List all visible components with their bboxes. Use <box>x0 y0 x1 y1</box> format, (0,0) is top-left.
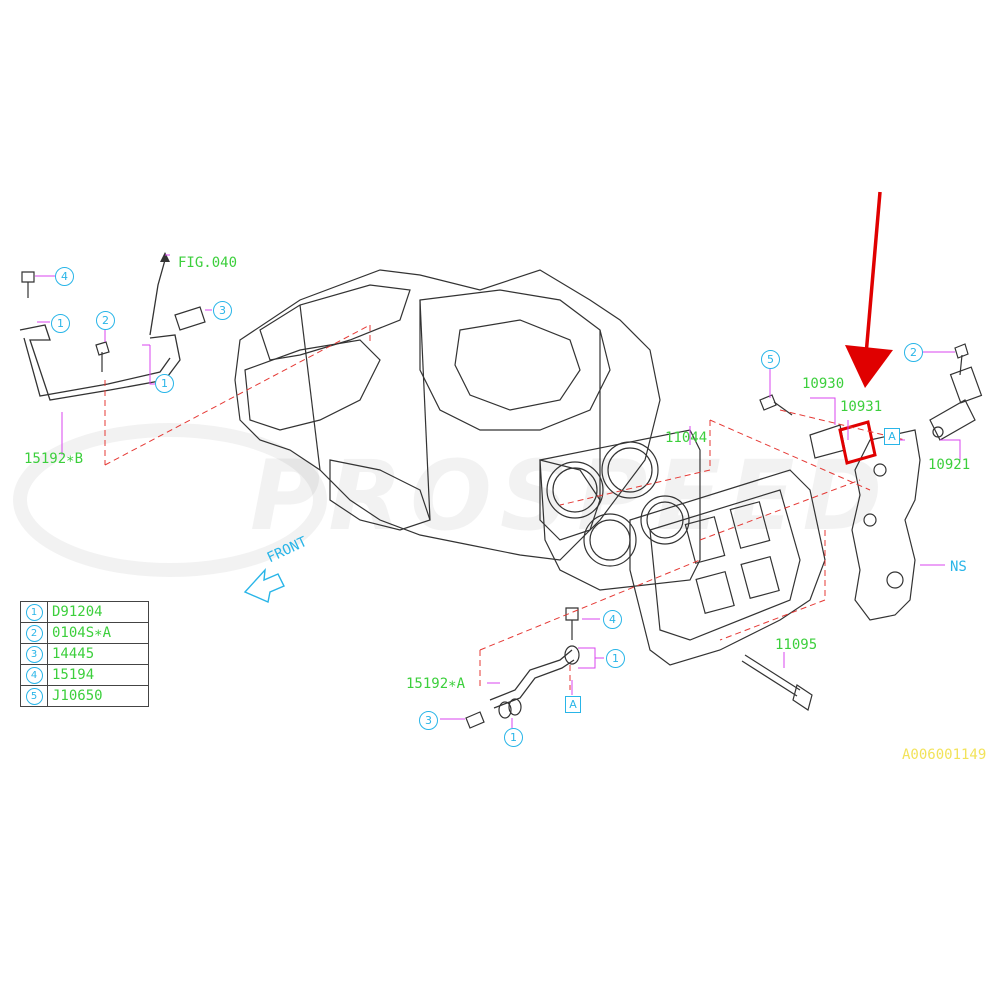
oil-control-solenoid <box>929 366 983 441</box>
legend-code: 14445 <box>47 643 149 665</box>
highlighted-gasket <box>838 420 877 465</box>
legend-row: 1 D91204 <box>20 601 149 623</box>
part-label-10921: 10921 <box>928 457 971 473</box>
legend-number: 4 <box>25 667 43 684</box>
part-label-15192a: 15192∗A <box>406 676 466 692</box>
sensor-body <box>174 306 206 331</box>
plug-lower <box>465 711 485 729</box>
watermark-ring <box>13 423 327 577</box>
callout-1-left-pipe: 1 <box>155 374 174 393</box>
legend-number: 1 <box>25 604 43 621</box>
engine-block <box>234 269 661 561</box>
legend-code: 15194 <box>47 664 149 686</box>
reference-code: A006001149 <box>902 747 987 763</box>
part-label-10931: 10931 <box>840 399 883 415</box>
oil-pipe-b <box>19 324 181 401</box>
bolt-top-left <box>21 271 35 283</box>
callout-1-top-left: 1 <box>51 314 70 333</box>
legend-code: D91204 <box>47 601 149 623</box>
bolt-10930 <box>759 394 777 411</box>
ns-label: NS <box>950 559 967 575</box>
fig-arrow-head <box>160 252 170 262</box>
box-a-marker-lower: A <box>565 696 581 713</box>
callout-1-lower: 1 <box>606 649 625 668</box>
bolt-lower <box>565 607 579 621</box>
callout-3-lower: 3 <box>419 711 438 730</box>
leader-lines <box>35 254 961 728</box>
legend-row: 5 J10650 <box>20 685 149 707</box>
callout-3-sensor: 3 <box>213 301 232 320</box>
front-arrow-icon <box>243 567 285 603</box>
legend-row: 2 0104S∗A <box>20 622 149 644</box>
legend-code: 0104S∗A <box>47 622 149 644</box>
bolt-left <box>95 341 110 356</box>
legend-number: 3 <box>25 646 43 663</box>
parts-legend-table: 1 D91204 2 0104S∗A 3 14445 4 15194 5 J10… <box>20 601 149 707</box>
callout-2-right: 2 <box>904 343 923 362</box>
legend-code: J10650 <box>47 685 149 707</box>
box-a-marker-upper: A <box>884 428 900 445</box>
watermark-text: PROSPEED <box>250 440 891 552</box>
part-label-15192b: 15192∗B <box>24 451 84 467</box>
cylinder-head <box>629 469 826 666</box>
part-label-11095: 11095 <box>775 637 818 653</box>
bolt-top-right <box>954 343 969 359</box>
callout-4-top-left: 4 <box>55 267 74 286</box>
cam-carrier <box>851 429 921 621</box>
highlight-arrow <box>845 191 893 388</box>
assembly-lines <box>104 324 906 690</box>
callout-2-left: 2 <box>96 311 115 330</box>
part-label-10930: 10930 <box>802 376 845 392</box>
callout-5: 5 <box>761 350 780 369</box>
callout-4-lower: 4 <box>603 610 622 629</box>
part-label-11044: 11044 <box>665 430 708 446</box>
legend-number: 2 <box>25 625 43 642</box>
legend-number: 5 <box>25 688 43 705</box>
oil-pipe-a <box>489 649 573 701</box>
head-bolt <box>741 654 813 711</box>
legend-row: 3 14445 <box>20 643 149 665</box>
callout-1-bottom: 1 <box>504 728 523 747</box>
head-gasket <box>539 429 701 591</box>
fig-reference-label: FIG.040 <box>178 255 238 271</box>
sensor-wire <box>149 259 166 336</box>
legend-row: 4 15194 <box>20 664 149 686</box>
